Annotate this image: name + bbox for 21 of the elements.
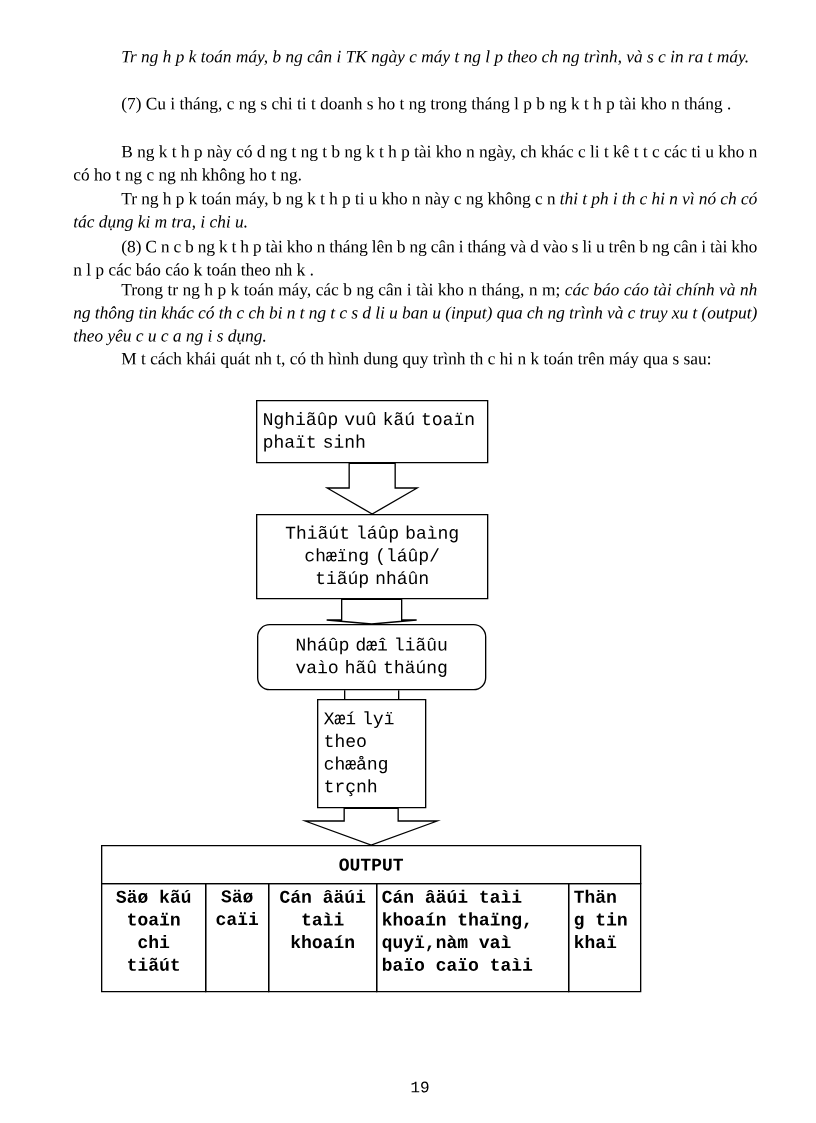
table-cell: Cán âäúi taìi khoaín — [268, 883, 378, 993]
rounded-box: Nháûp dæî liãûu vaìo hãû thäúng — [257, 624, 487, 691]
table-cell: Säø caïi — [205, 883, 270, 993]
paragraph: Trong tr ng h p k toán máy, các b ng cân i tài kho n tháng, n m; các báo cáo tài chính và nh ng thông tin khác có th c ch bi n t ng t c s d li u ban u (input) qua ch ng trình và c truy xu t (output) theo yêu c u c a ng i s dụng. — [73, 283, 757, 346]
paragraph: B ng k t h p này có d ng t ng t b ng k t h p tài kho n ngày, ch khác c li t kê t t c các ti u kho n có ho t ng c ng nh không ho t ng. — [73, 145, 758, 185]
table-cell: Thän g tin khaï — [568, 883, 642, 993]
block-arrow — [326, 598, 418, 625]
block-arrow — [324, 462, 420, 515]
table-header: OUTPUT — [101, 845, 642, 885]
paragraph: M t cách khái quát nh t, có th hình dung quy trình th c hi n k toán trên máy qua s sau: — [121, 352, 711, 369]
process-box: Xæí lyï theo chæång trçnh — [317, 699, 427, 809]
block-arrow — [301, 807, 441, 846]
paragraph: (8) C n c b ng k t h p tài kho n tháng lên b ng cân i tháng và d vào s li u trên b ng cân i tài kho n l p các báo cáo k toán theo nh k . — [73, 240, 757, 280]
paragraph: (7) Cu i tháng, c ng s chi ti t doanh s ho t ng trong tháng l p b ng k t h p tài kho n tháng . — [122, 97, 731, 114]
paragraph: Tr ng h p k toán máy, b ng cân i TK ngày c máy t ng l p theo ch ng trình, và s c in ra t máy. — [122, 50, 748, 67]
table-cell: Säø kãú toaïn chi tiãút — [101, 883, 207, 993]
process-box: Nghiãûp vuû kãú toaïn phaït sinh — [256, 400, 489, 464]
table-cell: Cán âäúi taìi khoaín thaïng, quyï,nàm vaì baïo caïo taìi — [376, 883, 570, 993]
page-number: 19 — [411, 1081, 429, 1093]
process-box: Thiãút láûp baìng chæïng (láûp/ tiãúp nháûn — [256, 514, 489, 600]
paragraph: Tr ng h p k toán máy, b ng k t h p ti u kho n này c ng không c n thi t ph i th c hi n vì nó ch có tác dụng ki m tra, i chi u. — [74, 192, 757, 232]
